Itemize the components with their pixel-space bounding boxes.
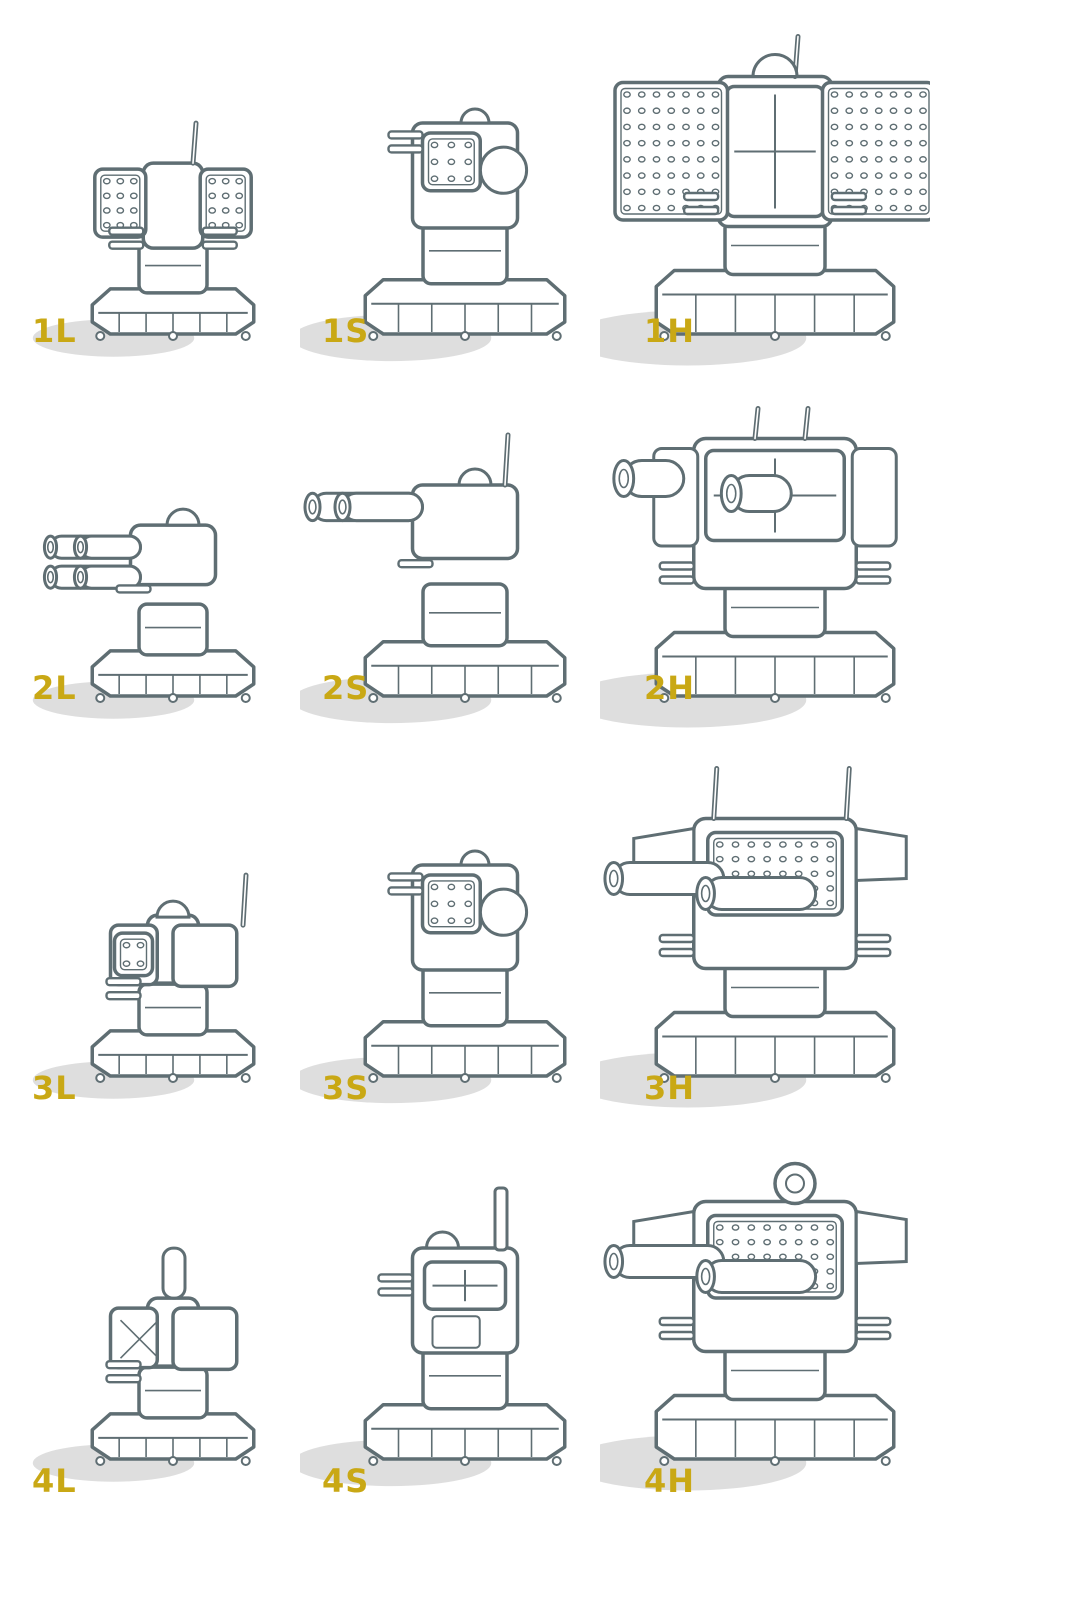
turret-label: 2H (644, 669, 696, 707)
turret-label: 1S (322, 312, 370, 350)
turret-sketch (300, 1186, 567, 1487)
turret-label: 4S (322, 1462, 370, 1500)
turret-label: 4L (32, 1462, 77, 1500)
turret-label: 1H (644, 312, 696, 350)
turret-cell-1l: 1L (8, 10, 338, 390)
turret-cell-4h: 4H (600, 1135, 930, 1515)
turret-sketch (32, 507, 256, 719)
turret-sketch (600, 34, 930, 366)
turret-sketch (300, 849, 567, 1104)
turret-cell-1s: 1S (300, 10, 630, 390)
turret-cell-4l: 4L (8, 1135, 338, 1515)
turret-cell-2h: 2H (600, 372, 930, 752)
turret-label: 2S (322, 669, 370, 707)
turret-cell-2s: 2S (300, 372, 630, 752)
turret-label: 4H (644, 1462, 696, 1500)
turret-label: 1L (32, 312, 77, 350)
turret-sketch (300, 432, 567, 724)
turret-sketch (600, 406, 898, 728)
turret-cell-3h: 3H (600, 752, 930, 1132)
turret-cell-4s: 4S (300, 1135, 630, 1515)
turret-sketch (32, 872, 256, 1099)
turret-cell-1h: 1H (600, 10, 930, 390)
turret-cell-3s: 3S (300, 752, 630, 1132)
turret-cell-2l: 2L (8, 372, 338, 752)
turret-label: 3L (32, 1069, 77, 1107)
turret-label: 3S (322, 1069, 370, 1107)
turret-sketch (32, 120, 256, 357)
turret-label: 3H (644, 1069, 696, 1107)
turret-label: 2L (32, 669, 77, 707)
turret-sketch (600, 1161, 908, 1491)
turret-sketch (600, 766, 908, 1108)
turret-sketch (300, 107, 567, 362)
turret-cell-3l: 3L (8, 752, 338, 1132)
turret-sketch (32, 1246, 256, 1482)
